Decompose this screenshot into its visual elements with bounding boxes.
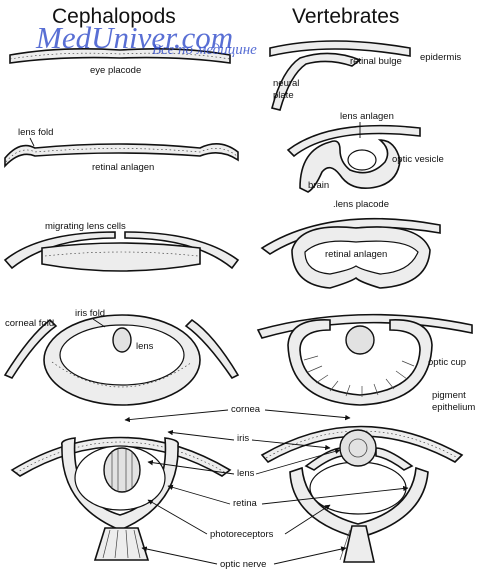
cephalopod-stage-retinal-anlagen: lens fold retinal anlagen [4,127,239,173]
label-brain: brain [308,180,329,191]
label-migrating-lens-cells: migrating lens cells [45,221,126,232]
label-plate: plate [273,90,294,101]
label-retinal-anlagen-cephalopod: retinal anlagen [92,162,154,173]
label-optic-cup: optic cup [428,357,466,368]
cephalopod-stage-eye-placode: eye placode [9,47,231,76]
shared-labels: cornea iris lens retina photoreceptors o… [124,404,409,570]
label-pigment: pigment [432,390,466,401]
label-optic-nerve: optic nerve [220,559,266,570]
label-iris: iris [237,433,249,444]
cephalopod-stage-migrating-lens-cells: migrating lens cells [3,221,240,272]
vertebrate-stage-optic-vesicle: lens anlagen optic vesicle brain [286,111,444,193]
column-title-vertebrates: Vertebrates [292,5,399,28]
label-lens-cephalopod: lens [136,341,154,352]
vertebrate-mature-eye [260,425,464,563]
label-epithelium: epithelium [432,402,475,413]
label-cornea: cornea [231,404,261,415]
label-lens-fold: lens fold [18,127,53,138]
label-iris-fold: iris fold [75,308,105,319]
watermark: MedUniver.com Все по медицине [35,20,257,58]
cephalopod-stage-iris-fold: iris fold corneal fold lens [3,308,240,406]
label-corneal-fold: corneal fold [5,318,54,329]
column-title-cephalopods: Cephalopods [52,5,176,28]
label-eye-placode: eye placode [90,65,141,76]
cephalopod-mature-eye [10,436,232,561]
label-retinal-bulge: retinal bulge [350,56,402,67]
label-retina: retina [233,498,257,509]
watermark-site-name: MedUniver.com [35,20,233,55]
label-lens-placode: .lens placode [333,199,389,210]
label-optic-vesicle: optic vesicle [392,154,444,165]
label-lens-shared: lens [237,468,255,479]
label-lens-anlagen: lens anlagen [340,111,394,122]
watermark-tagline: Все по медицине [152,42,257,58]
vertebrate-stage-retinal-bulge: retinal bulge epidermis neural plate [269,40,461,111]
vertebrate-stage-optic-cup: optic cup pigment epithelium [256,313,475,413]
label-neural: neural [273,78,299,89]
label-epidermis: epidermis [420,52,461,63]
label-retinal-anlagen-vertebrate: retinal anlagen [325,249,387,260]
vertebrate-stage-lens-placode: .lens placode retinal anlagen [260,199,441,289]
label-photoreceptors: photoreceptors [210,529,274,540]
